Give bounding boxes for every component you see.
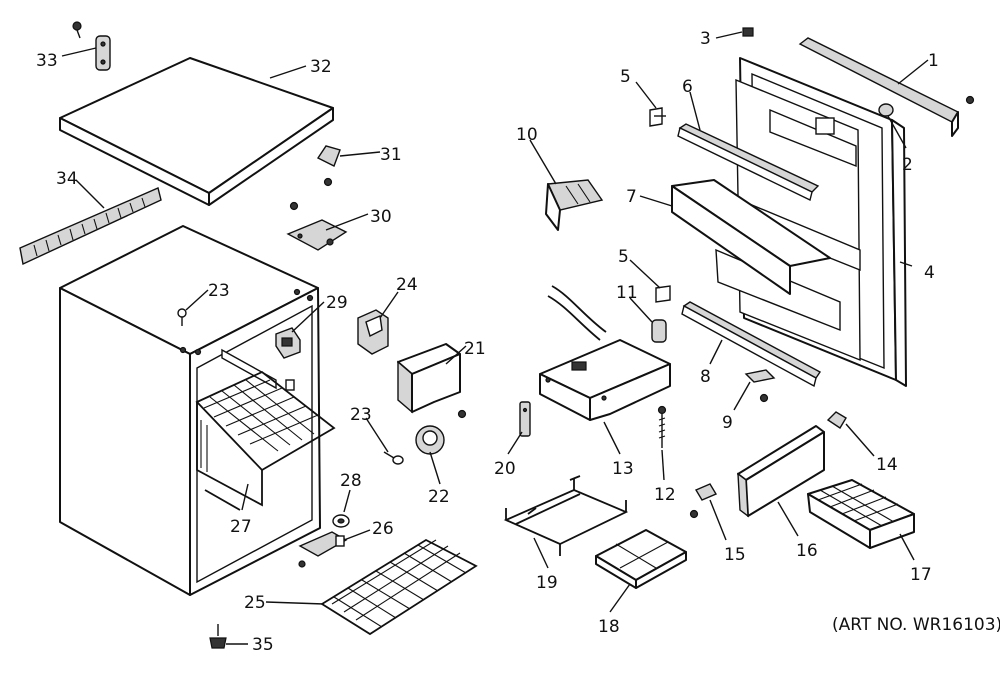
part-10-corner-bracket bbox=[545, 179, 604, 231]
part-34-front-grille bbox=[19, 187, 162, 266]
part-33-hinge-cover bbox=[72, 21, 111, 71]
part-31-bracket bbox=[316, 145, 341, 187]
part-13-evaporator-tray bbox=[539, 285, 671, 421]
cabinet-body bbox=[59, 225, 321, 596]
part-26-lower-hinge bbox=[298, 531, 348, 568]
part-27-wire-shelf bbox=[195, 370, 336, 511]
part-15-bracket bbox=[689, 483, 718, 519]
part-7-door-shelf bbox=[671, 179, 831, 295]
part-23-pin-top bbox=[177, 308, 187, 326]
part-2-plug bbox=[878, 103, 894, 117]
callout-34: 34 bbox=[56, 169, 78, 189]
callout-16: 16 bbox=[796, 541, 818, 561]
part-9-bracket bbox=[744, 369, 776, 403]
part-1-door-hinge-strip bbox=[798, 37, 975, 137]
callout-29: 29 bbox=[326, 293, 348, 313]
part-16-freezer-door bbox=[737, 425, 825, 518]
callout-22: 22 bbox=[428, 487, 450, 507]
callout-2: 2 bbox=[902, 155, 913, 175]
callout-labels: 1 2 3 4 5 5 6 7 8 9 10 11 12 13 14 15 16… bbox=[36, 29, 939, 655]
part-6-door-shelf-bar bbox=[677, 123, 820, 202]
callout-13: 13 bbox=[612, 459, 634, 479]
part-35-leveling-leg bbox=[209, 624, 227, 649]
callout-26: 26 bbox=[372, 519, 394, 539]
callout-27: 27 bbox=[230, 517, 252, 537]
callout-25: 25 bbox=[244, 593, 266, 613]
part-25-bottom-shelf bbox=[320, 538, 478, 636]
callout-1: 1 bbox=[928, 51, 939, 71]
callout-4: 4 bbox=[924, 263, 935, 283]
part-24-control-housing bbox=[357, 309, 389, 355]
callout-35: 35 bbox=[252, 635, 274, 655]
callout-20: 20 bbox=[494, 459, 516, 479]
art-number-label: (ART NO. WR16103) bbox=[832, 615, 1000, 635]
callout-9: 9 bbox=[722, 413, 733, 433]
callout-15: 15 bbox=[724, 545, 746, 565]
callout-8: 8 bbox=[700, 367, 711, 387]
callout-30: 30 bbox=[370, 207, 392, 227]
part-14-knob bbox=[826, 411, 847, 429]
part-12-long-screw bbox=[657, 405, 667, 448]
callout-11: 11 bbox=[616, 283, 638, 303]
callout-31: 31 bbox=[380, 145, 402, 165]
callout-24: 24 bbox=[396, 275, 418, 295]
callout-14: 14 bbox=[876, 455, 898, 475]
callout-12: 12 bbox=[654, 485, 676, 505]
part-21-control-bracket bbox=[397, 343, 467, 419]
part-20-clip bbox=[519, 401, 531, 437]
callout-3: 3 bbox=[700, 29, 711, 49]
callout-19: 19 bbox=[536, 573, 558, 593]
callout-5b: 5 bbox=[618, 247, 629, 267]
leader-lines bbox=[61, 31, 929, 645]
callout-17: 17 bbox=[910, 565, 932, 585]
part-5-clip-upper bbox=[649, 107, 666, 127]
part-17-ice-cube-tray bbox=[807, 479, 915, 549]
part-28-washer bbox=[332, 514, 350, 528]
callout-5a: 5 bbox=[620, 67, 631, 87]
callout-23b: 23 bbox=[350, 405, 372, 425]
part-32-top-cover bbox=[59, 57, 334, 206]
callout-6: 6 bbox=[682, 77, 693, 97]
part-22-thermostat-knob bbox=[415, 425, 445, 455]
part-5-clip-lower bbox=[655, 285, 671, 303]
part-23-pin-lower bbox=[383, 451, 404, 465]
part-18-ice-tray bbox=[595, 529, 687, 589]
callout-10: 10 bbox=[516, 125, 538, 145]
callout-7: 7 bbox=[626, 187, 637, 207]
callout-21: 21 bbox=[464, 339, 486, 359]
part-3-screw bbox=[742, 27, 754, 37]
part-29-latch bbox=[275, 327, 301, 359]
part-8-lower-door-bar bbox=[681, 301, 822, 388]
part-11-spacer bbox=[651, 319, 667, 343]
callout-23a: 23 bbox=[208, 281, 230, 301]
callout-28: 28 bbox=[340, 471, 362, 491]
part-19-wire-rack bbox=[503, 475, 629, 556]
callout-32: 32 bbox=[310, 57, 332, 77]
callout-33: 33 bbox=[36, 51, 58, 71]
callout-18: 18 bbox=[598, 617, 620, 637]
